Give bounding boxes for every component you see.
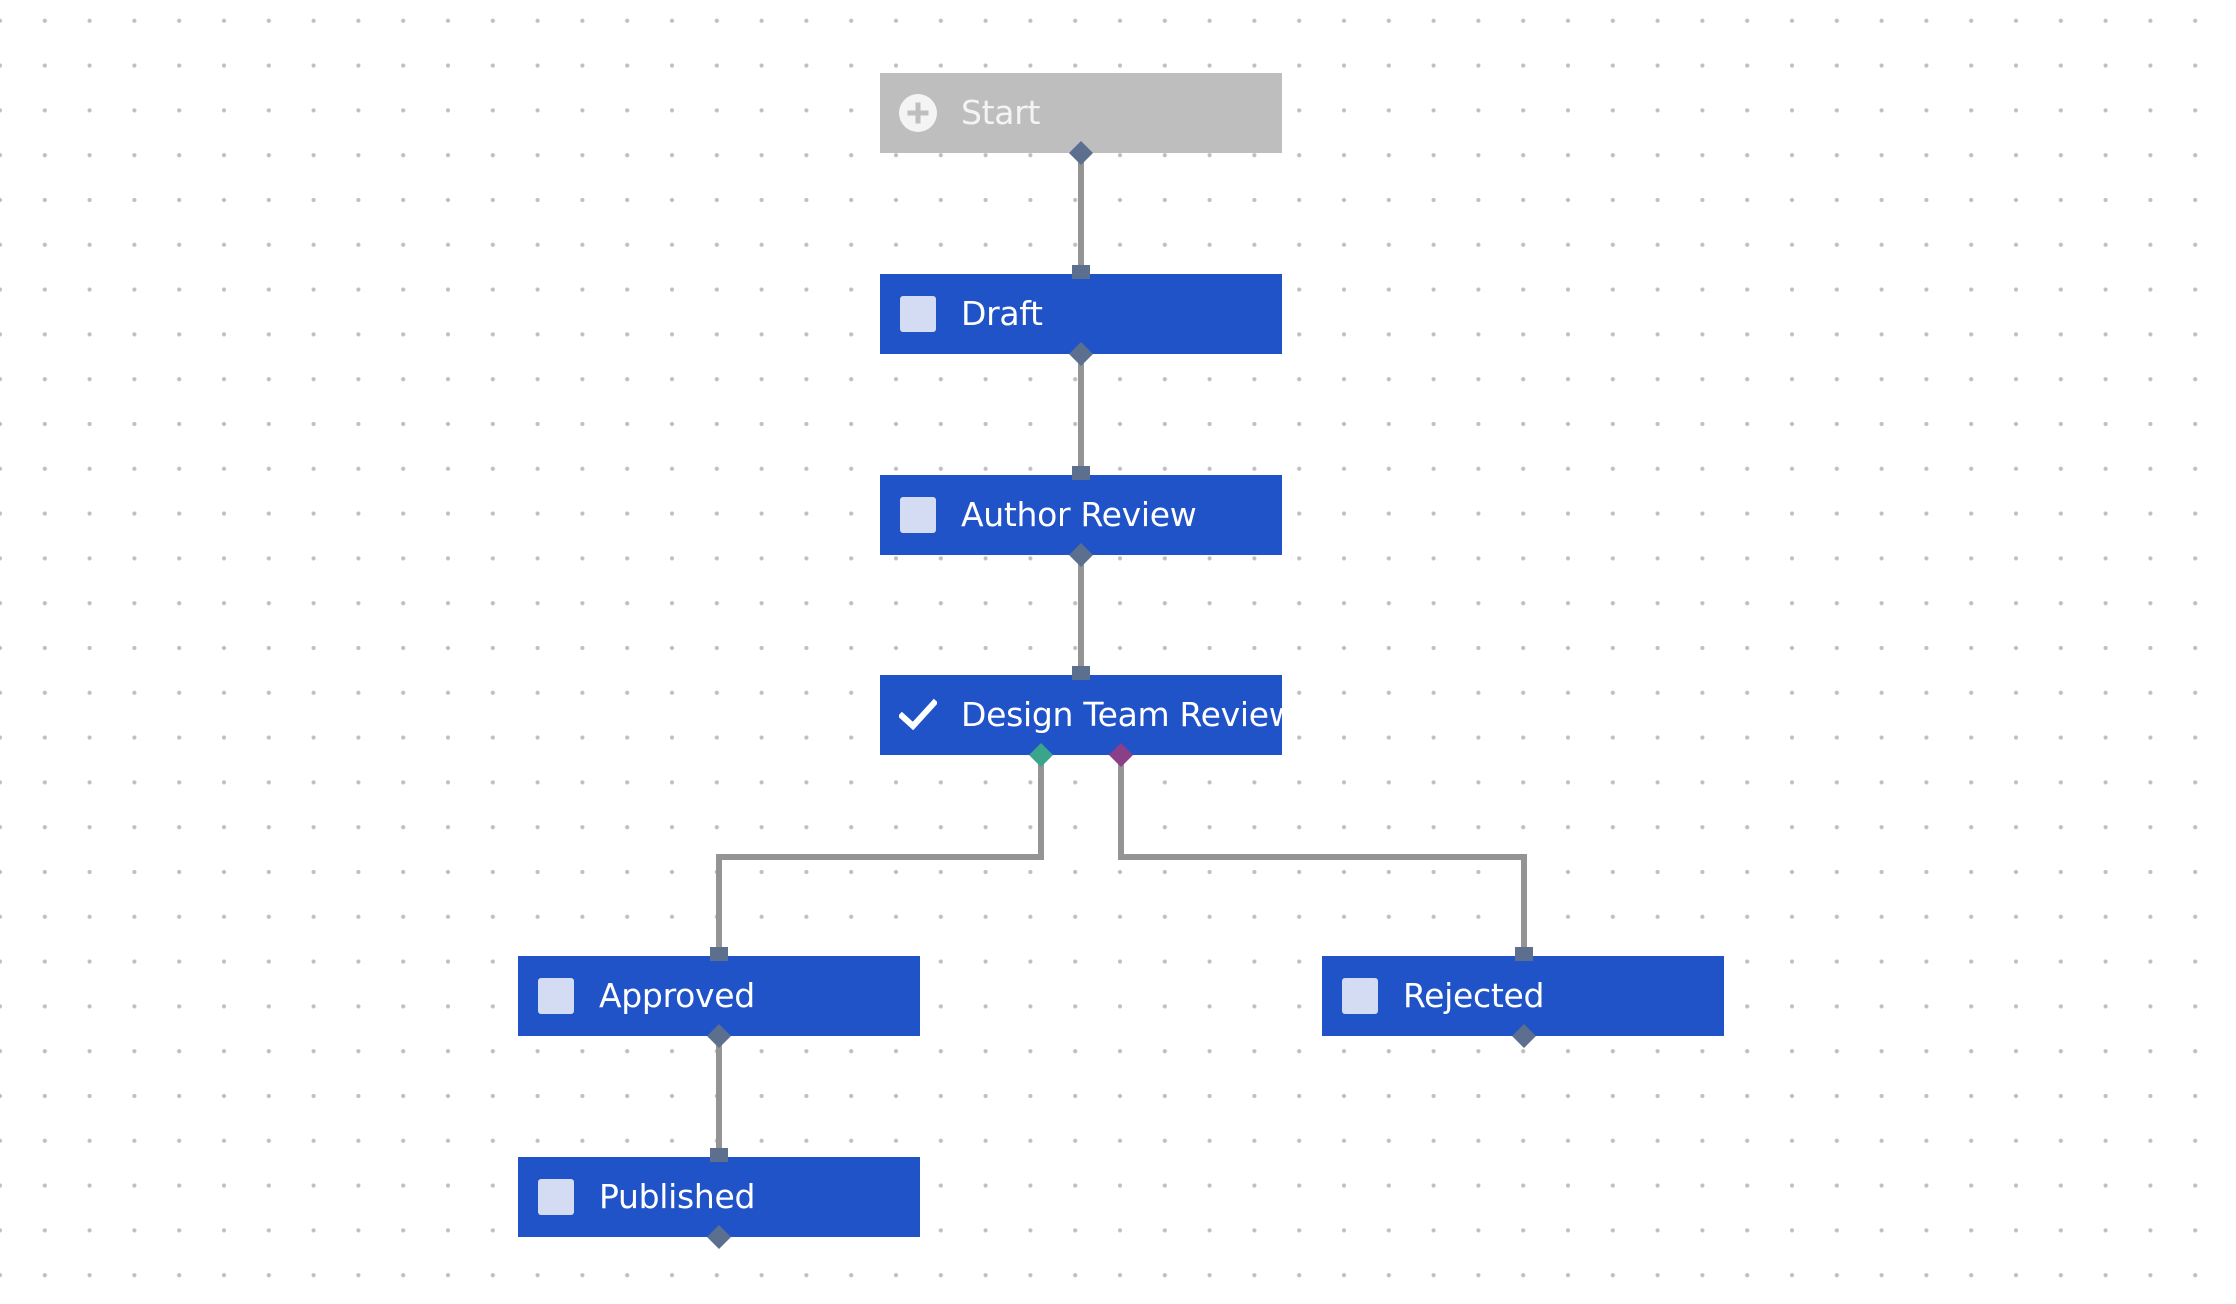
output-port-draft[interactable] (1069, 342, 1093, 366)
checkbox-icon[interactable] (538, 978, 574, 1014)
node-label-rejected: Rejected (1403, 976, 1545, 1015)
output-port-reject[interactable] (1109, 743, 1133, 767)
checkbox-icon[interactable] (1342, 978, 1378, 1014)
node-label-draft: Draft (961, 294, 1043, 333)
output-port-published[interactable] (707, 1225, 731, 1249)
node-label-start: Start (961, 93, 1041, 132)
output-port-start[interactable] (1069, 141, 1093, 165)
node-label-published: Published (599, 1177, 756, 1216)
workflow-node-rejected[interactable]: Rejected (1322, 956, 1724, 1036)
input-port-author-review[interactable] (1072, 466, 1090, 480)
node-label-design-team-review: Design Team Review (961, 695, 1296, 734)
workflow-node-design-team-review[interactable]: Design Team Review (880, 675, 1296, 755)
workflow-node-approved[interactable]: Approved (518, 956, 920, 1036)
node-label-approved: Approved (599, 976, 755, 1015)
output-port-approved[interactable] (707, 1024, 731, 1048)
workflow-node-author-review[interactable]: Author Review (880, 475, 1282, 555)
output-port-rejected[interactable] (1512, 1024, 1536, 1048)
input-port-draft[interactable] (1072, 265, 1090, 279)
connector-design-team-review-to-approved[interactable] (716, 754, 1044, 955)
input-port-approved[interactable] (710, 947, 728, 961)
input-port-design-team-review[interactable] (1072, 666, 1090, 680)
workflow-node-start[interactable]: Start (880, 73, 1282, 153)
plus-circle-icon (899, 94, 937, 132)
output-port-approve[interactable] (1029, 743, 1053, 767)
node-label-author-review: Author Review (961, 495, 1197, 534)
workflow-node-draft[interactable]: Draft (880, 274, 1282, 354)
input-port-published[interactable] (710, 1148, 728, 1162)
checkmark-icon[interactable] (899, 696, 937, 734)
checkbox-icon[interactable] (900, 296, 936, 332)
connector-design-team-review-to-rejected[interactable] (1118, 754, 1527, 955)
checkbox-icon[interactable] (538, 1179, 574, 1215)
workflow-node-published[interactable]: Published (518, 1157, 920, 1237)
checkbox-icon[interactable] (900, 497, 936, 533)
input-port-rejected[interactable] (1515, 947, 1533, 961)
output-port-author-review[interactable] (1069, 543, 1093, 567)
